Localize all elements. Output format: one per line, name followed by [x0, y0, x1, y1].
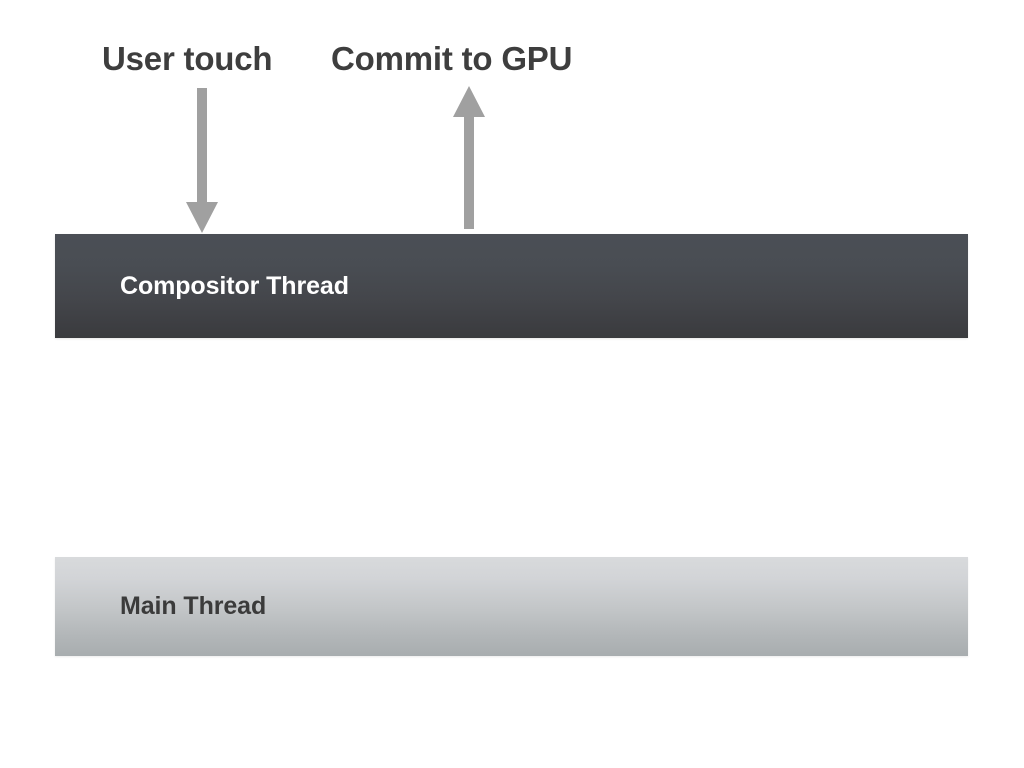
up-arrow-icon: [452, 85, 486, 231]
annotation-label-user-touch: User touch: [102, 40, 273, 77]
bar-label-main-thread: Main Thread: [120, 592, 267, 620]
down-arrow-icon: [185, 88, 219, 234]
bar-label-compositor-thread: Compositor Thread: [120, 271, 349, 300]
annotation-label-commit-to-gpu: Commit to GPU: [331, 40, 573, 77]
bar-main-thread: Main Thread: [55, 557, 968, 656]
bar-compositor-thread: Compositor Thread: [55, 234, 968, 338]
